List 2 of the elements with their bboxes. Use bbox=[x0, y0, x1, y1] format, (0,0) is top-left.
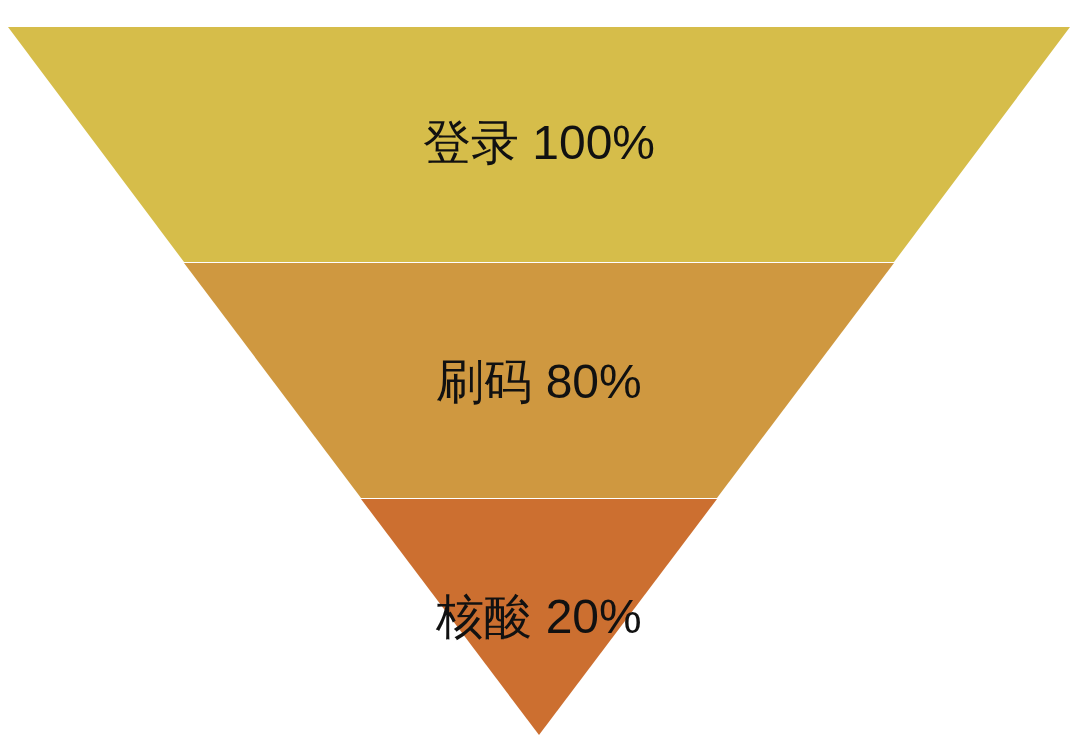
funnel-stage-label: 刷码 80% bbox=[436, 358, 642, 406]
funnel-stage-label: 登录 100% bbox=[422, 119, 656, 167]
